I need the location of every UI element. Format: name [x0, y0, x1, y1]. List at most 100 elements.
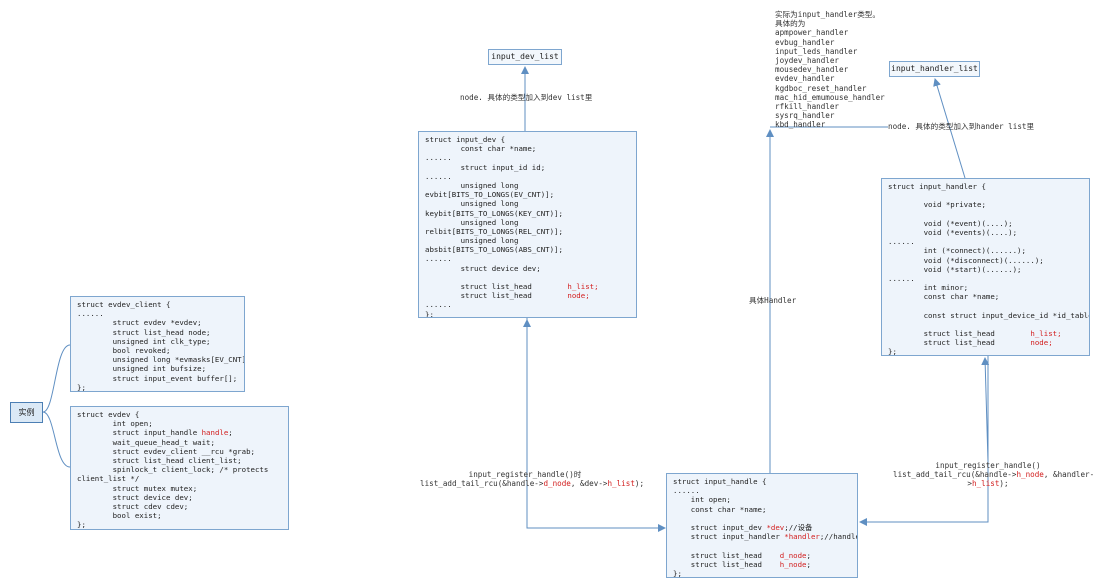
left-reg-line — [526, 318, 666, 532]
right-reg-line — [859, 356, 989, 526]
input-handle-line: int open; — [673, 495, 731, 505]
right-register-annotation: input_register_handle()list_add_tail_rcu… — [893, 461, 1095, 489]
input-handle-line — [673, 514, 851, 523]
input-handler-line: int minor; — [888, 283, 969, 293]
input-handle-line: struct input_handle { — [673, 477, 767, 486]
evdev-line: struct cdev cdev; — [77, 501, 189, 511]
input-handler-struct-box: struct input_handler { void *private; vo… — [881, 178, 1090, 356]
input-handler-line: struct list_head node; — [888, 338, 1053, 348]
handler-type-item: input_leds_handler — [775, 46, 858, 56]
evdev-client-line: unsigned int clk_type; — [77, 336, 211, 346]
input-handler-line: void (*disconnect)(......); — [888, 255, 1044, 265]
right-reg-up-arrow — [981, 357, 990, 463]
handler-type-item: evbug_handler — [775, 37, 835, 47]
handler-type-item: joydev_handler — [775, 55, 840, 65]
reg-right-line: list_add_tail_rcu(&handle->h_node, &hand… — [893, 470, 1095, 480]
evdev-client-line: }; — [77, 382, 86, 392]
input-handler-line: void (*start)(......); — [888, 264, 1022, 274]
handler-to-handlerlist-arrow — [933, 78, 966, 179]
dev-node-label: node. 具体的类型加入到dev list里 — [460, 93, 593, 102]
input-handler-line — [888, 210, 1083, 219]
input-dev-line: absbit[BITS_TO_LONGS(ABS_CNT)]; — [425, 245, 563, 255]
evdev-line: struct list_head client_list; — [77, 455, 242, 465]
input-handler-line — [888, 191, 1083, 200]
instance-root-node: 实例 — [10, 402, 43, 423]
input-dev-line: struct input_id id; — [425, 162, 546, 172]
evdev-client-line: struct list_head node; — [77, 327, 211, 337]
root-to-evdev-curve — [42, 411, 71, 468]
input-dev-line: ...... — [425, 171, 452, 181]
handler-type-item: evdev_handler — [775, 74, 835, 84]
input-handle-line: struct input_dev *dev;//设备 — [673, 522, 813, 532]
specific-handler-label: 具体Handler — [749, 296, 797, 305]
evdev-client-line: struct input_event buffer[]; — [77, 373, 238, 383]
evdev-line: struct mutex mutex; — [77, 483, 198, 493]
input-handler-line: const struct input_device_id *id_table; — [888, 310, 1090, 320]
input-handler-line: struct list_head h_list; — [888, 329, 1062, 338]
input-handler-line: ...... — [888, 237, 915, 247]
evdev-line: int open; — [77, 419, 153, 429]
input-handler-line: const char *name; — [888, 292, 1000, 302]
input-handle-line: ...... — [673, 486, 700, 496]
input-dev-line: struct device dev; — [425, 263, 541, 273]
input-dev-line: relbit[BITS_TO_LONGS(REL_CNT)]; — [425, 226, 563, 236]
evdev-client-struct-box: struct evdev_client {...... struct evdev… — [70, 296, 245, 392]
input-handle-line — [673, 541, 851, 550]
evdev-client-line: struct evdev *evdev; — [77, 318, 202, 328]
input-dev-line: ...... — [425, 300, 452, 310]
evdev-client-line: unsigned int bufsize; — [77, 364, 207, 374]
input-dev-line: ...... — [425, 254, 452, 264]
input-handler-list-node: input_handler_list — [889, 61, 980, 77]
input-dev-list-node: input_dev_list — [488, 49, 562, 65]
handler-type-item: 实际为input_handler类型。 — [775, 10, 880, 19]
input-dev-line: keybit[BITS_TO_LONGS(KEY_CNT)]; — [425, 208, 563, 218]
evdev-struct-box: struct evdev { int open; struct input_ha… — [70, 406, 289, 530]
reg-right-line: >h_list); — [967, 479, 1009, 489]
evdev-line: struct input_handle handle; — [77, 428, 233, 438]
input-dev-line: struct input_dev { — [425, 135, 506, 144]
evdev-line: wait_queue_head_t wait; — [77, 437, 215, 447]
evdev-line: struct evdev { — [77, 410, 140, 419]
handler-type-item: apmpower_handler — [775, 28, 849, 38]
input-handle-line: struct list_head d_node; — [673, 550, 811, 560]
input-handler-line: int (*connect)(......); — [888, 246, 1026, 256]
input-dev-struct-box: struct input_dev { const char *name;....… — [418, 131, 637, 318]
evdev-line: spinlock_t client_lock; /* protects — [77, 465, 269, 475]
reg-left-line: list_add_tail_rcu(&handle->d_node, &dev-… — [420, 479, 645, 489]
reg-right-line: input_register_handle() — [935, 461, 1041, 470]
handler-type-item: mousedev_handler — [775, 65, 849, 75]
input-handler-line: void (*event)(....); — [888, 218, 1013, 228]
input-handler-line: void *private; — [888, 200, 986, 210]
input-dev-line: evbit[BITS_TO_LONGS(EV_CNT)]; — [425, 190, 555, 200]
handler-type-item: kbd_handler — [775, 120, 826, 130]
evdev-client-line: ...... — [77, 309, 104, 319]
input-handle-line: }; — [673, 568, 682, 578]
input-dev-line: }; — [425, 309, 434, 318]
evdev-client-line: struct evdev_client { — [77, 300, 171, 309]
input-dev-line: unsigned long — [425, 217, 519, 227]
input-handle-line: struct input_handler *handler;//handler — [673, 532, 857, 542]
input-handler-line — [888, 320, 1083, 329]
input-handle-struct-box: struct input_handle {...... int open; co… — [666, 473, 858, 578]
evdev-line: struct evdev_client __rcu *grab; — [77, 446, 255, 456]
input-handler-line: struct input_handler { — [888, 182, 986, 191]
input-handler-line: }; — [888, 347, 897, 356]
handler-type-item: 具体的为 — [775, 19, 806, 29]
input-dev-line: struct list_head node; — [425, 291, 590, 301]
input-dev-line: ...... — [425, 153, 452, 163]
handler-type-item: sysrq_handler — [775, 111, 835, 121]
evdev-line: struct device dev; — [77, 492, 193, 502]
reg-left-line: input_register_handle()时 — [468, 470, 582, 479]
handler-node-label: node. 具体的类型加入到hander list里 — [888, 122, 1035, 131]
input-dev-line: unsigned long — [425, 236, 519, 246]
evdev-client-line: bool revoked; — [77, 345, 171, 355]
handler-type-item: kgdboc_reset_handler — [775, 83, 867, 93]
input-dev-line: unsigned long — [425, 199, 519, 209]
evdev-line: bool exist; — [77, 511, 162, 521]
handler-type-item: rfkill_handler — [775, 101, 840, 111]
input-handler-line: void (*events)(....); — [888, 227, 1018, 237]
root-to-evdev-client-curve — [42, 344, 71, 413]
